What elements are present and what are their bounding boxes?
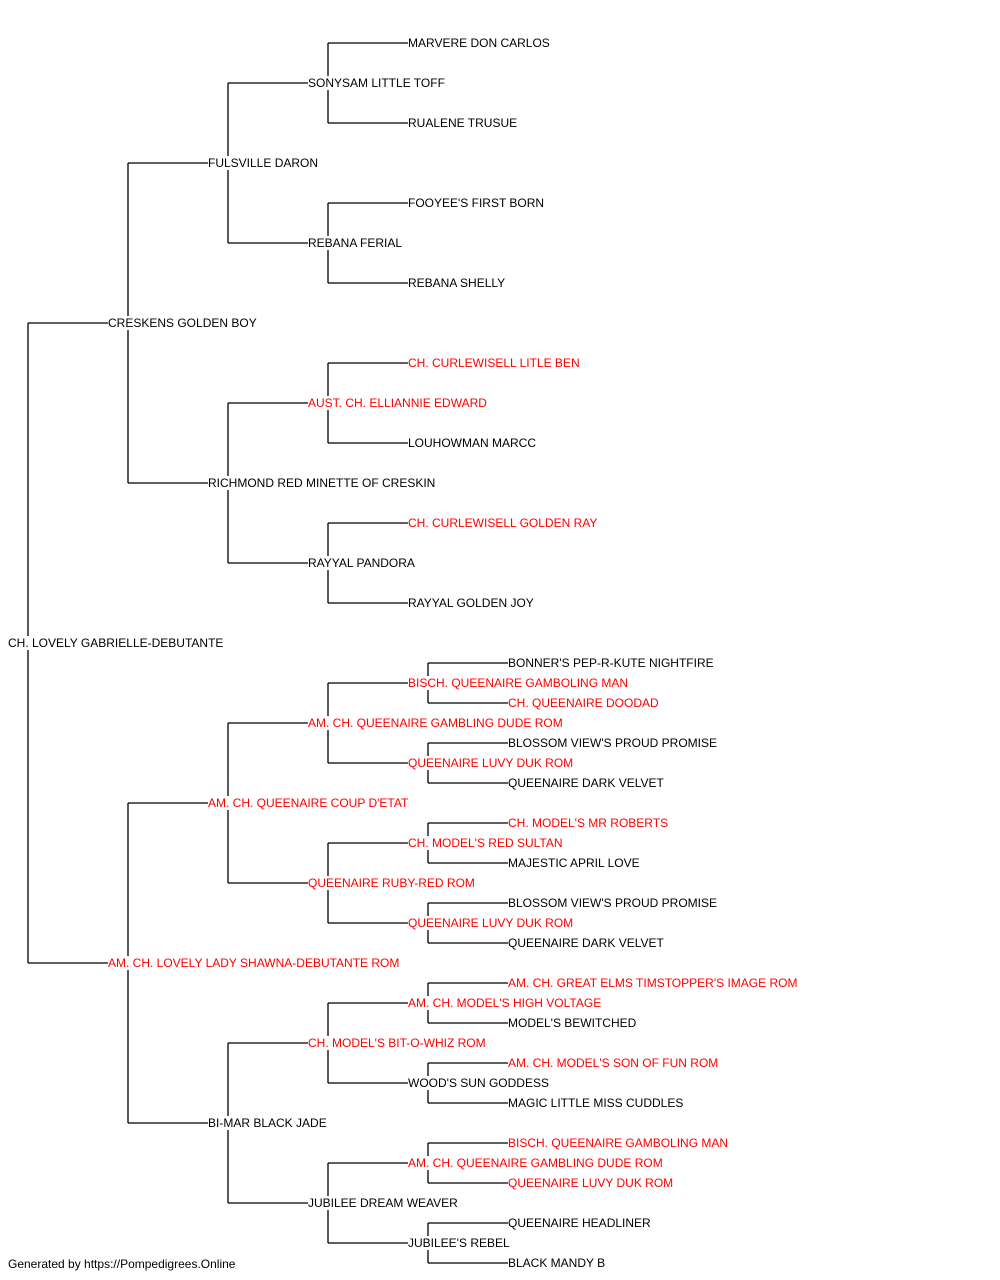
dog-name-gen5: BLOSSOM VIEW'S PROUD PROMISE <box>508 736 719 750</box>
dog-name-gen3: CH. MODEL'S BIT-O-WHIZ ROM <box>308 1036 488 1050</box>
dog-name-gen4: RUALENE TRUSUE <box>408 116 520 130</box>
dog-name-gen5: BONNER'S PEP-R-KUTE NIGHTFIRE <box>508 656 716 670</box>
dog-name-gen2: BI-MAR BLACK JADE <box>208 1116 329 1130</box>
dog-name-gen1: CRESKENS GOLDEN BOY <box>108 316 259 330</box>
dog-name-gen3: QUEENAIRE RUBY-RED ROM <box>308 876 477 890</box>
dog-name-gen1: AM. CH. LOVELY LADY SHAWNA-DEBUTANTE ROM <box>108 956 402 970</box>
dog-name-gen5: QUEENAIRE LUVY DUK ROM <box>508 1176 676 1190</box>
dog-name-gen2: AM. CH. QUEENAIRE COUP D'ETAT <box>208 796 411 810</box>
dog-name-gen5: QUEENAIRE HEADLINER <box>508 1216 653 1230</box>
dog-name-gen3: AUST. CH. ELLIANNIE EDWARD <box>308 396 489 410</box>
dog-name-gen0: CH. LOVELY GABRIELLE-DEBUTANTE <box>8 636 226 650</box>
dog-name-gen3: REBANA FERIAL <box>308 236 405 250</box>
dog-name-gen4: LOUHOWMAN MARCC <box>408 436 538 450</box>
dog-name-gen4: AM. CH. QUEENAIRE GAMBLING DUDE ROM <box>408 1156 665 1170</box>
dog-name-gen5: MAGIC LITTLE MISS CUDDLES <box>508 1096 686 1110</box>
dog-name-gen5: BLACK MANDY B <box>508 1256 608 1270</box>
dog-name-gen4: JUBILEE'S REBEL <box>408 1236 512 1250</box>
dog-name-gen4: FOOYEE'S FIRST BORN <box>408 196 547 210</box>
dog-name-gen5: MAJESTIC APRIL LOVE <box>508 856 642 870</box>
dog-name-gen5: AM. CH. MODEL'S SON OF FUN ROM <box>508 1056 721 1070</box>
dog-name-gen3: RAYYAL PANDORA <box>308 556 417 570</box>
dog-name-gen3: AM. CH. QUEENAIRE GAMBLING DUDE ROM <box>308 716 565 730</box>
dog-name-gen4: CH. CURLEWISELL LITLE BEN <box>408 356 582 370</box>
dog-name-gen5: MODEL'S BEWITCHED <box>508 1016 639 1030</box>
dog-name-gen4: REBANA SHELLY <box>408 276 508 290</box>
dog-name-gen4: RAYYAL GOLDEN JOY <box>408 596 536 610</box>
dog-name-gen4: WOOD'S SUN GODDESS <box>408 1076 551 1090</box>
dog-name-gen5: QUEENAIRE DARK VELVET <box>508 776 666 790</box>
dog-name-gen4: BISCH. QUEENAIRE GAMBOLING MAN <box>408 676 631 690</box>
dog-name-gen5: BISCH. QUEENAIRE GAMBOLING MAN <box>508 1136 731 1150</box>
dog-name-gen4: QUEENAIRE LUVY DUK ROM <box>408 756 576 770</box>
dog-name-gen2: FULSVILLE DARON <box>208 156 321 170</box>
dog-name-gen5: AM. CH. GREAT ELMS TIMSTOPPER'S IMAGE RO… <box>508 976 800 990</box>
dog-name-gen4: CH. MODEL'S RED SULTAN <box>408 836 565 850</box>
dog-name-gen5: BLOSSOM VIEW'S PROUD PROMISE <box>508 896 719 910</box>
dog-name-gen3: SONYSAM LITTLE TOFF <box>308 76 447 90</box>
dog-name-gen3: JUBILEE DREAM WEAVER <box>308 1196 460 1210</box>
dog-name-gen5: CH. MODEL'S MR ROBERTS <box>508 816 671 830</box>
dog-name-gen4: CH. CURLEWISELL GOLDEN RAY <box>408 516 600 530</box>
footer-credit: Generated by https://Pompedigrees.Online <box>8 1257 236 1271</box>
dog-name-gen4: QUEENAIRE LUVY DUK ROM <box>408 916 576 930</box>
dog-name-gen4: AM. CH. MODEL'S HIGH VOLTAGE <box>408 996 604 1010</box>
dog-name-gen5: QUEENAIRE DARK VELVET <box>508 936 666 950</box>
dog-name-gen2: RICHMOND RED MINETTE OF CRESKIN <box>208 476 438 490</box>
dog-name-gen4: MARVERE DON CARLOS <box>408 36 552 50</box>
dog-name-gen5: CH. QUEENAIRE DOODAD <box>508 696 661 710</box>
